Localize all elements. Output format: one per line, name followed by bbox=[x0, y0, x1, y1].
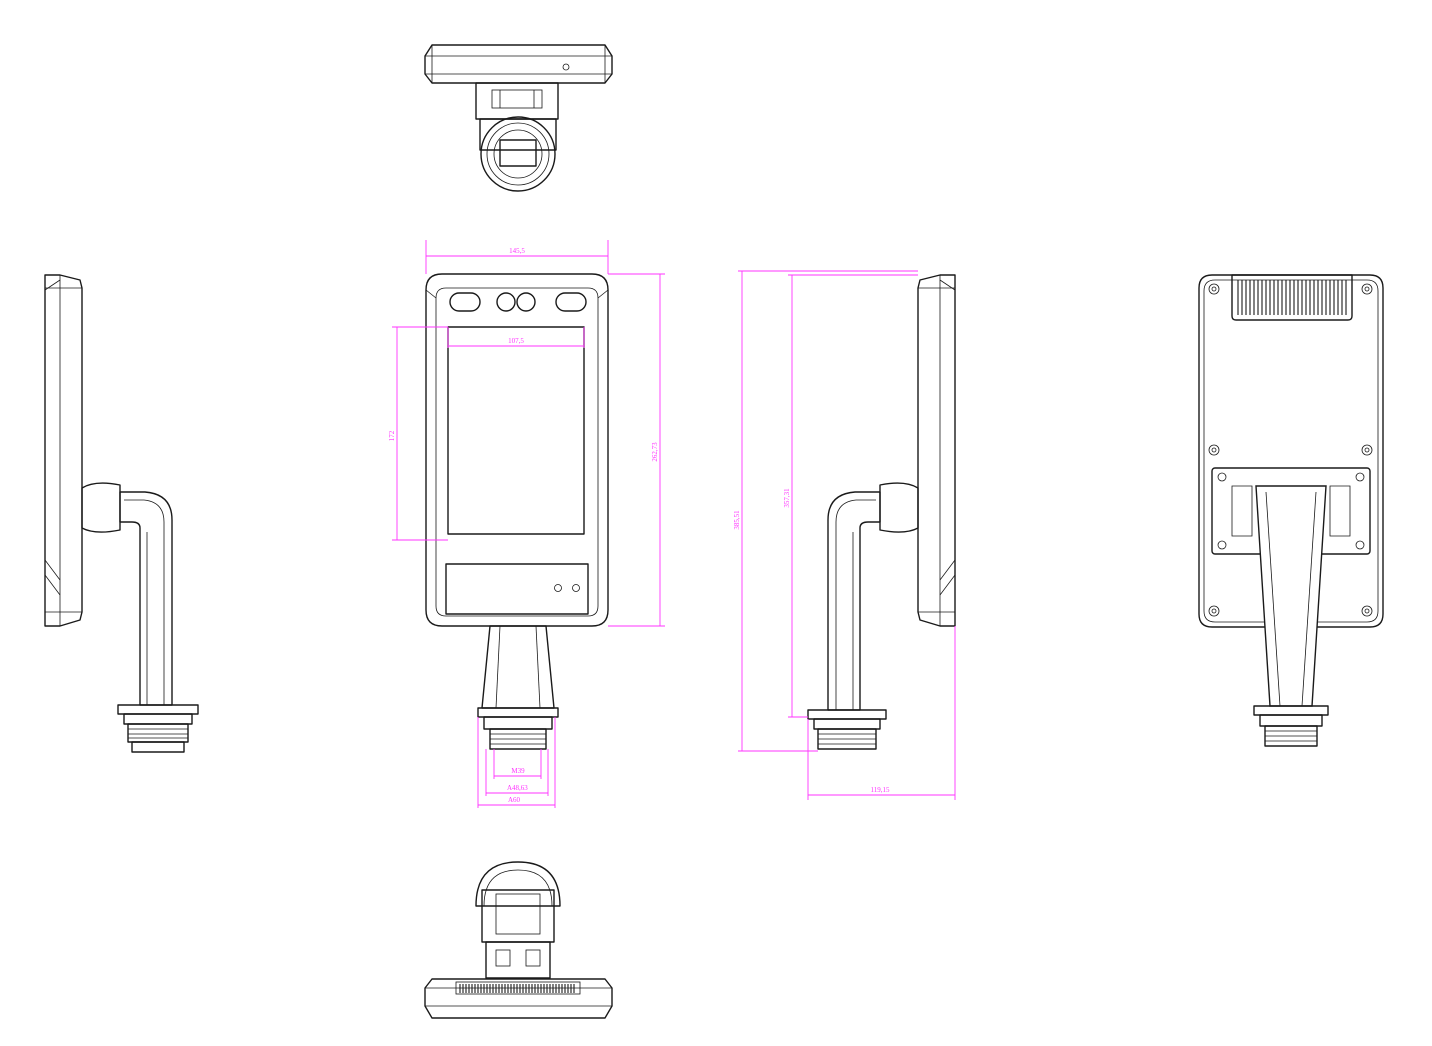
dim-label-height-to-base: 357,31 bbox=[783, 488, 791, 508]
dim-height-to-base: 357,31 bbox=[783, 274, 918, 718]
dim-front-width: 145,5 bbox=[425, 240, 609, 274]
dim-label-thread: M39 bbox=[511, 767, 525, 775]
dim-screen-width: 107,5 bbox=[447, 327, 585, 348]
dim-label-front-width: 145,5 bbox=[509, 247, 525, 255]
dim-total-height: 385,51 bbox=[733, 270, 918, 752]
dim-label-inner-dia-symbol: A bbox=[507, 784, 512, 792]
bottom-vent-grille bbox=[459, 984, 575, 993]
back-view bbox=[1198, 274, 1384, 747]
top-view bbox=[424, 44, 613, 192]
dim-label-panel-height: 262,73 bbox=[651, 442, 659, 462]
dim-depth: 119,15 bbox=[807, 626, 956, 800]
back-screw-holes bbox=[1208, 283, 1373, 617]
dim-label-screen-height: 172 bbox=[388, 430, 396, 441]
dim-label-base-outer: 60 bbox=[513, 796, 521, 804]
dim-label-outer-dia-symbol: A bbox=[508, 796, 513, 804]
dim-thread: M39 bbox=[493, 749, 542, 779]
dim-label-base-inner: 48,63 bbox=[512, 784, 528, 792]
dimensions: 145,5 107,5 172 262,73 385,51 bbox=[388, 240, 956, 808]
dim-screen-height: 172 bbox=[388, 326, 448, 541]
left-side-view bbox=[44, 274, 199, 753]
dim-base-outer: A 60 bbox=[477, 717, 556, 808]
dim-label-total-height: 385,51 bbox=[733, 510, 741, 530]
dim-base-inner: A 48,63 bbox=[485, 749, 549, 796]
right-side-view bbox=[807, 274, 956, 750]
front-view bbox=[425, 273, 609, 750]
bottom-view bbox=[424, 861, 613, 1019]
dim-label-screen-width: 107,5 bbox=[508, 337, 524, 345]
back-vent-grille bbox=[1237, 280, 1347, 315]
dim-label-depth: 119,15 bbox=[871, 786, 890, 794]
dim-panel-height: 262,73 bbox=[608, 273, 665, 627]
